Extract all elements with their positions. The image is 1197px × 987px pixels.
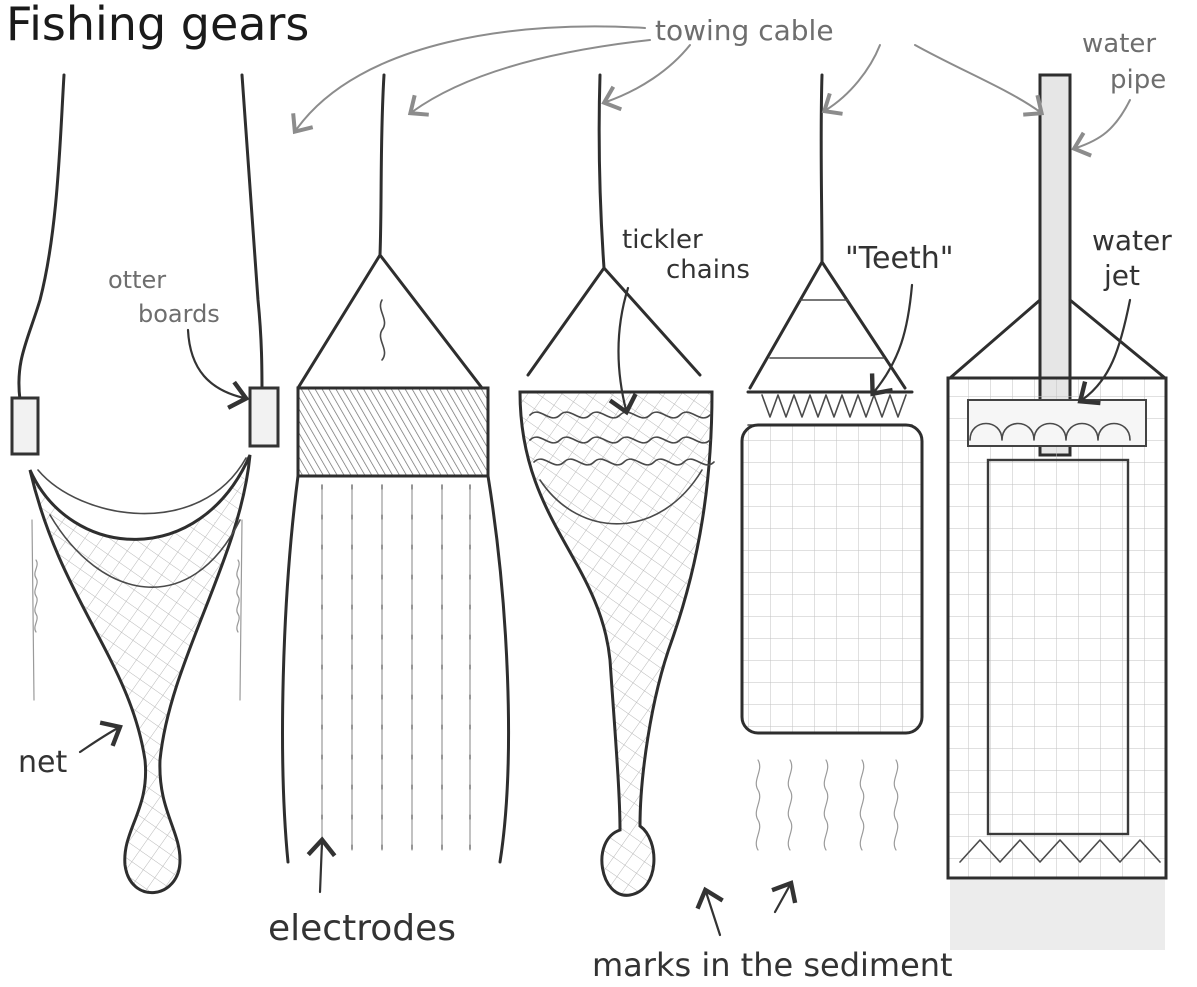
label-teeth: "Teeth" <box>845 241 954 276</box>
label-tickler-chains-2: chains <box>666 255 750 285</box>
label-tickler-chains-1: tickler <box>622 225 703 255</box>
label-otter-boards-2: boards <box>138 300 220 328</box>
label-otter-boards-1: otter <box>108 266 166 294</box>
label-net: net <box>18 745 67 780</box>
label-water-jet-1: water <box>1092 224 1172 257</box>
teeth-group <box>762 395 906 417</box>
beam <box>298 388 488 476</box>
diagram-title: Fishing gears <box>6 0 309 51</box>
dredge <box>742 75 922 850</box>
dredge-bag <box>742 425 922 733</box>
otter-board-right <box>250 388 278 446</box>
electrodes-group <box>322 485 470 850</box>
label-towing-cable: towing cable <box>655 14 834 47</box>
beam-trawl-tickler <box>520 75 714 895</box>
electric-pulse-trawl <box>283 75 509 862</box>
label-water-pipe-1: water <box>1082 29 1156 59</box>
label-water-jet-2: jet <box>1103 259 1140 292</box>
otter-board-left <box>12 398 38 454</box>
label-water-pipe-2: pipe <box>1110 65 1166 95</box>
label-electrodes: electrodes <box>268 908 456 949</box>
label-marks-in-sediment: marks in the sediment <box>592 946 953 984</box>
hydraulic-dredge <box>948 75 1166 950</box>
